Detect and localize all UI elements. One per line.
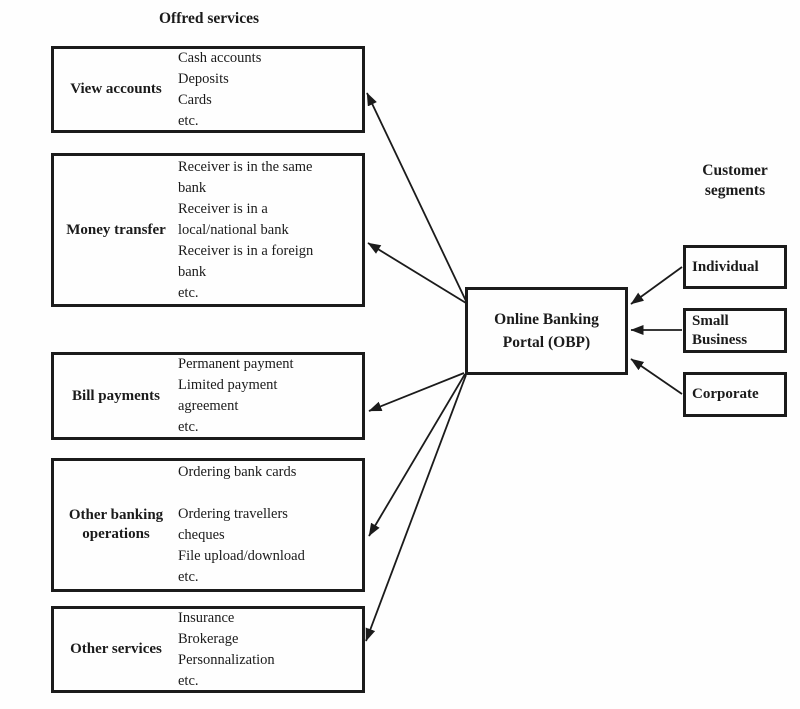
- detail-line: [178, 483, 358, 504]
- arrow-obp-to-bill-payments: [368, 372, 465, 412]
- detail-line: Ordering bank cards: [178, 464, 297, 480]
- service-box-view-accounts: View accounts Cash accounts Deposits Car…: [51, 46, 365, 133]
- service-label: Bill payments: [72, 387, 160, 404]
- obp-title-line: Portal (OBP): [502, 334, 591, 351]
- detail-line: Insurance: [178, 609, 235, 626]
- detail-line: Cash accounts: [178, 49, 262, 66]
- segment-box-corporate: Corporate: [683, 372, 787, 417]
- segment-label: Small Business: [692, 312, 748, 348]
- detail-line: etc.: [178, 284, 199, 301]
- detail-line: cheques: [178, 527, 225, 543]
- detail-line: etc.: [178, 112, 199, 129]
- offered-services-title: Offred services: [159, 10, 259, 27]
- detail-line: Cards: [178, 91, 212, 108]
- online-banking-portal-box: Online Banking Portal (OBP): [465, 287, 628, 375]
- arrow-corporate-to-obp: [630, 358, 683, 395]
- service-label: Other services: [70, 641, 162, 657]
- detail-line: Receiver is in the same: [178, 158, 313, 175]
- detail-line: Permanent payment: [178, 356, 294, 372]
- detail-line: local/national bank: [178, 221, 289, 238]
- detail-line: bank: [178, 263, 207, 280]
- service-label: Money transfer: [66, 221, 166, 238]
- detail-line: Brokerage: [178, 630, 239, 647]
- service-details: Permanent payment Limited payment agreem…: [178, 355, 362, 437]
- service-box-money-transfer: Money transfer Receiver is in the same b…: [51, 153, 365, 307]
- service-details: Ordering bank cards Ordering travellers …: [178, 461, 362, 589]
- detail-line: etc.: [178, 419, 199, 435]
- arrow-individual-to-obp: [630, 266, 683, 305]
- service-label: View accounts: [70, 81, 162, 97]
- service-box-other-services: Other services Insurance Brokerage Perso…: [51, 606, 365, 693]
- detail-line: agreement: [178, 398, 239, 414]
- service-box-other-banking-operations: Other banking operations Ordering bank c…: [51, 458, 365, 592]
- segment-label: Individual: [692, 258, 759, 275]
- segment-box-small-business: Small Business: [683, 308, 787, 353]
- detail-line: File upload/download: [178, 548, 305, 564]
- obp-title-line: Online Banking: [494, 311, 599, 328]
- detail-line: Receiver is in a: [178, 200, 268, 217]
- detail-line: etc.: [178, 569, 199, 585]
- detail-line: Personnalization: [178, 651, 275, 668]
- segment-box-individual: Individual: [683, 245, 787, 289]
- detail-line: Deposits: [178, 70, 229, 87]
- service-details: Receiver is in the same bank Receiver is…: [178, 156, 362, 304]
- service-label: Other banking operations: [68, 507, 164, 542]
- service-details: Insurance Brokerage Personnalization etc…: [178, 609, 362, 690]
- service-box-bill-payments: Bill payments Permanent payment Limited …: [51, 352, 365, 440]
- service-details: Cash accounts Deposits Cards etc.: [178, 49, 362, 130]
- detail-line: Receiver is in a foreign: [178, 242, 314, 259]
- segment-label: Corporate: [692, 386, 759, 402]
- detail-line: etc.: [178, 672, 199, 689]
- arrow-obp-to-money-transfer: [367, 242, 467, 304]
- detail-line: Limited payment: [178, 377, 278, 393]
- detail-line: bank: [178, 179, 207, 196]
- arrow-obp-to-other-services: [365, 374, 467, 642]
- arrow-obp-to-view-accounts: [366, 92, 467, 302]
- customer-segments-title: Customer segments: [702, 162, 768, 199]
- arrow-obp-to-other-banking-operations: [368, 373, 466, 537]
- detail-line: Ordering travellers: [178, 506, 288, 522]
